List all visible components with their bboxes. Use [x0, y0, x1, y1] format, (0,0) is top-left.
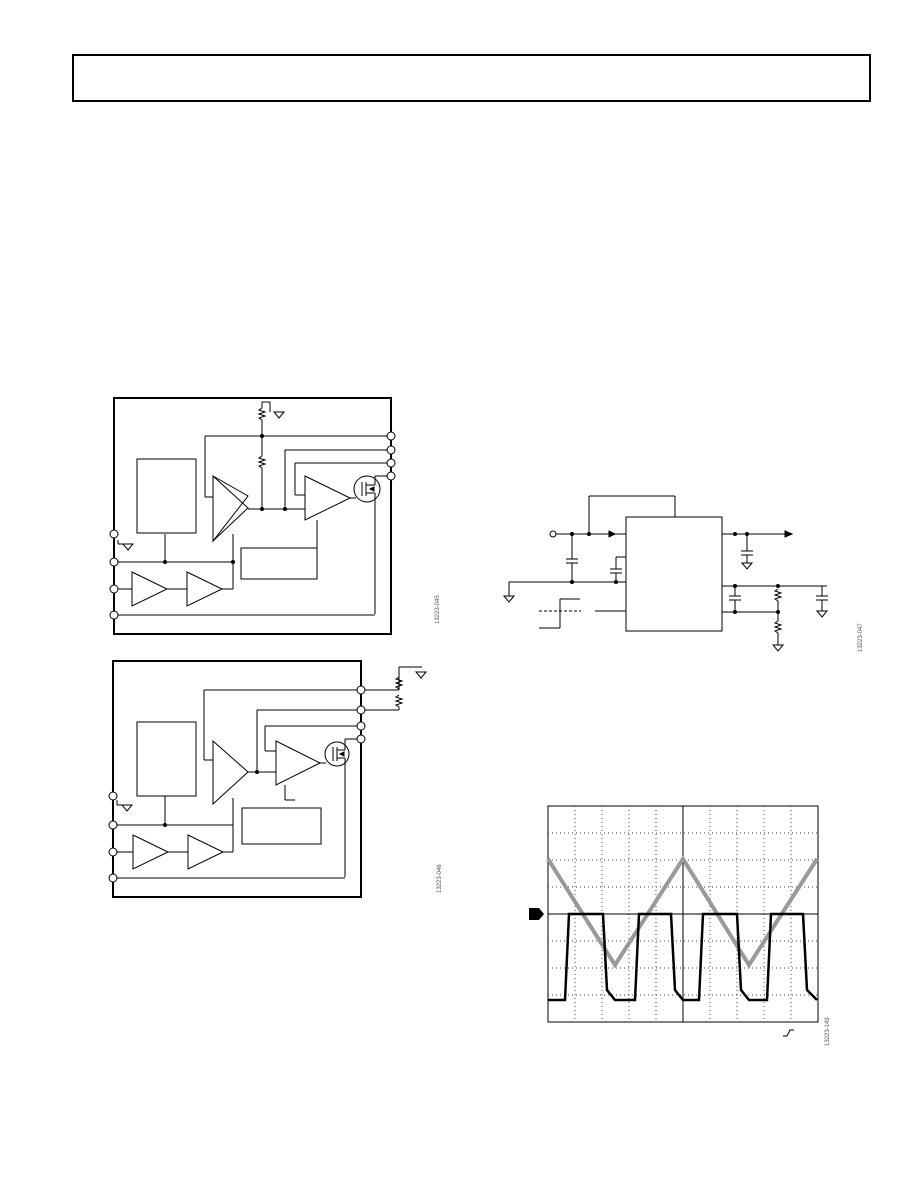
pin-right-4 — [356, 734, 366, 744]
error-amp-1 — [212, 739, 249, 806]
reference-block — [136, 458, 197, 534]
application-circuit: 13223-047 — [495, 490, 875, 660]
trigger-rising-edge — [783, 1029, 794, 1037]
pin-left-4 — [109, 610, 119, 620]
resistor-bottom — [394, 694, 404, 708]
buffer-2 — [187, 834, 225, 870]
channel-ground-arrow — [529, 908, 544, 920]
pin-left-2 — [109, 557, 119, 567]
figure-code: 13223-149 — [825, 1017, 831, 1046]
scope-capture: 13223-149 — [525, 800, 845, 1050]
pin-left-1 — [108, 791, 118, 801]
chip-outline — [113, 397, 392, 635]
input-node — [549, 530, 557, 538]
buffer-1 — [131, 571, 169, 607]
pin-left-3 — [108, 847, 118, 857]
ground-symbol — [502, 595, 516, 603]
buffer-1 — [132, 834, 170, 870]
pin-right-3 — [356, 721, 366, 731]
triangle-trace — [546, 855, 819, 969]
mosfet-circle — [324, 741, 350, 767]
resistor-top — [394, 676, 404, 690]
figure-code: 13223-046 — [437, 864, 443, 893]
figure-code: 13223-045 — [435, 595, 441, 624]
pin-left-1 — [109, 529, 119, 539]
mosfet-circle — [353, 475, 381, 503]
pin-left-4 — [108, 873, 118, 883]
pin-left-3 — [109, 584, 119, 594]
ground-symbol — [414, 671, 428, 679]
control-block — [240, 547, 318, 580]
chip-outline — [112, 660, 362, 898]
pin-right-1 — [386, 431, 396, 441]
resistor-mid — [257, 455, 267, 469]
error-amp-2 — [275, 740, 322, 786]
pin-left-2 — [108, 820, 118, 830]
resistor-top — [257, 407, 267, 421]
error-amp-2 — [304, 475, 352, 521]
reference-block — [136, 721, 197, 797]
pin-right-1 — [356, 685, 366, 695]
pin-right-3 — [386, 458, 396, 468]
square-trace — [548, 912, 818, 1002]
resistor-upper — [773, 588, 783, 602]
control-block — [241, 807, 322, 845]
block-diagram-1: 13223-045 — [100, 392, 441, 637]
ground-symbol — [272, 411, 286, 419]
pin-right-2 — [386, 445, 396, 455]
page-header-frame — [72, 54, 871, 102]
error-amp-1 — [212, 475, 249, 543]
pin-right-4 — [386, 471, 396, 481]
buffer-2 — [186, 571, 224, 607]
block-diagram-2: 13223-046 — [100, 655, 443, 905]
figure-code: 13223-047 — [858, 623, 864, 652]
pin-right-2 — [356, 705, 366, 715]
ic-body — [625, 516, 723, 632]
resistor-lower — [773, 620, 783, 634]
